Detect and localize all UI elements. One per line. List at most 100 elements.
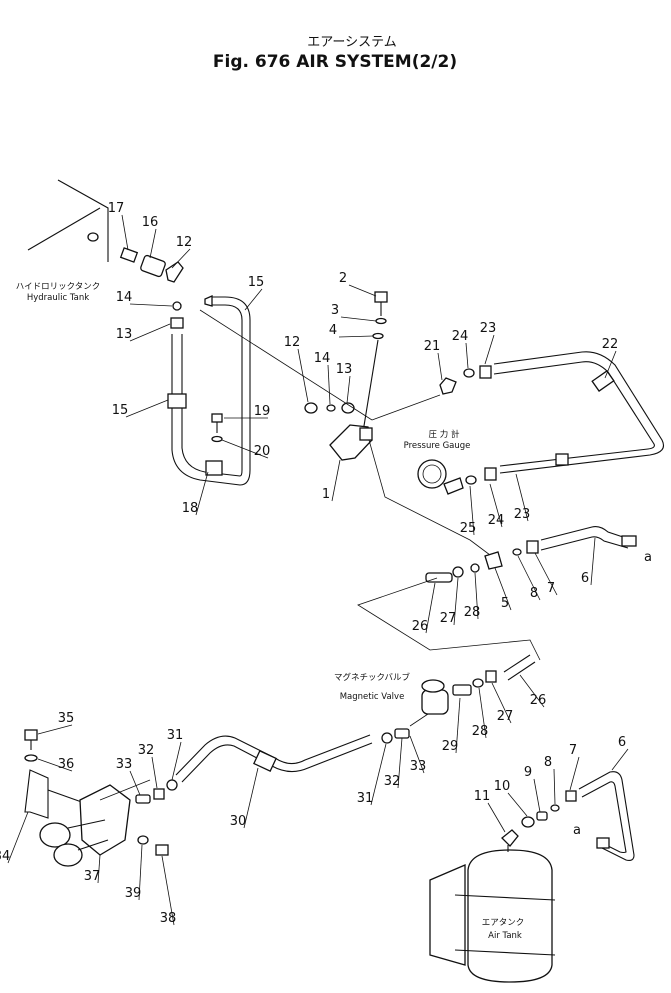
ref-a-upper: a xyxy=(644,550,652,565)
callout-leader xyxy=(221,439,269,459)
callout-leader xyxy=(129,323,171,342)
callout-number: 17 xyxy=(108,201,125,216)
callout-number: 11 xyxy=(474,789,491,804)
air-tank-label-jp: エアタンク xyxy=(482,918,525,928)
callout-leader xyxy=(519,674,545,708)
pressure-gauge-label: Pressure Gauge xyxy=(404,441,471,451)
callout-leader xyxy=(397,737,403,789)
callout-number: 22 xyxy=(602,337,619,352)
callout-number: 37 xyxy=(84,869,101,884)
callout-leader xyxy=(425,582,436,634)
callout-leader xyxy=(469,485,475,536)
callout-number: 16 xyxy=(142,215,159,230)
callout-number: 8 xyxy=(544,755,552,770)
callout-leader xyxy=(533,778,541,813)
callout-number: 15 xyxy=(248,275,265,290)
callout-number: 26 xyxy=(530,693,547,708)
callout-leader xyxy=(515,473,529,522)
callout-number: 20 xyxy=(254,444,271,459)
horn-assembly xyxy=(24,729,169,867)
callout-group: 1716121413151519201823412141312124232225… xyxy=(0,201,629,926)
magnetic-valve-section: マグネチックバルブ Magnetic Valve xyxy=(334,577,541,744)
callout-number: 21 xyxy=(424,339,441,354)
tee-and-pipe: a xyxy=(368,439,652,583)
figure-title: Fig. 676 AIR SYSTEM(2/2) xyxy=(213,52,457,72)
magnetic-valve-label: Magnetic Valve xyxy=(340,692,405,702)
callout-leader xyxy=(489,483,503,528)
ref-a-lower: a xyxy=(573,823,581,838)
callout-number: 27 xyxy=(440,611,457,626)
callout-number: 27 xyxy=(497,709,514,724)
callout-leader xyxy=(409,735,425,774)
callout-leader xyxy=(151,756,158,789)
callout-number: 13 xyxy=(116,327,133,342)
callout-number: 12 xyxy=(284,335,301,350)
pressure-gauge-label-jp: 圧 力 計 xyxy=(429,429,460,440)
callout-number: 12 xyxy=(176,235,193,250)
callout-leader xyxy=(171,741,182,781)
callout-leader xyxy=(455,697,461,754)
callout-number: 14 xyxy=(116,290,133,305)
callout-leader xyxy=(129,303,173,307)
callout-number: 18 xyxy=(182,501,199,516)
callout-leader xyxy=(138,844,143,901)
callout-number: 24 xyxy=(452,329,469,344)
callout-leader xyxy=(474,572,479,620)
callout-leader xyxy=(121,214,129,251)
callout-leader xyxy=(161,855,175,926)
center-bracket xyxy=(199,291,388,461)
callout-number: 8 xyxy=(530,586,538,601)
callout-number: 1 xyxy=(322,487,330,502)
callout-number: 33 xyxy=(116,757,133,772)
callout-number: 7 xyxy=(547,581,555,596)
callout-leader xyxy=(331,459,341,502)
callout-leader xyxy=(327,364,331,405)
callout-number: 7 xyxy=(569,743,577,758)
hydraulic-tank-label: Hydraulic Tank xyxy=(27,293,89,303)
hydraulic-tank: ハイドロリックタンク Hydraulic Tank xyxy=(16,179,109,303)
pressure-pipe-loop: 圧 力 計 Pressure Gauge xyxy=(371,351,665,495)
callout-leader xyxy=(149,228,157,259)
callout-leader xyxy=(97,854,101,884)
callout-number: 26 xyxy=(412,619,429,634)
callout-leader xyxy=(491,682,512,724)
callout-number: 25 xyxy=(460,521,477,536)
callout-leader xyxy=(590,537,596,586)
callout-number: 6 xyxy=(618,735,626,750)
callout-leader xyxy=(195,471,209,516)
hydraulic-tank-label-jp: ハイドロリックタンク xyxy=(16,282,101,292)
callout-leader xyxy=(534,552,558,596)
callout-number: 28 xyxy=(464,605,481,620)
magnetic-valve-label-jp: マグネチックバルブ xyxy=(334,672,411,683)
callout-number: 31 xyxy=(357,791,374,806)
callout-number: 6 xyxy=(581,571,589,586)
callout-number: 23 xyxy=(480,321,497,336)
callout-leader xyxy=(37,758,73,772)
callout-number: 34 xyxy=(0,849,10,864)
callout-number: 36 xyxy=(58,757,75,772)
callout-leader xyxy=(243,767,259,829)
title-jp: エアーシステム xyxy=(307,35,397,50)
callout-number: 9 xyxy=(524,765,532,780)
callout-leader xyxy=(494,567,512,611)
callout-number: 10 xyxy=(494,779,511,794)
callout-leader xyxy=(244,288,263,311)
callout-leader xyxy=(7,811,29,864)
callout-number: 29 xyxy=(442,739,459,754)
callout-leader xyxy=(484,334,495,365)
callout-leader xyxy=(604,350,617,379)
callout-number: 13 xyxy=(336,362,353,377)
callout-number: 39 xyxy=(125,886,142,901)
callout-number: 35 xyxy=(58,711,75,726)
callout-leader xyxy=(517,555,541,601)
callout-leader xyxy=(129,770,141,796)
callout-leader xyxy=(338,335,374,338)
callout-number: 3 xyxy=(331,303,339,318)
callout-leader xyxy=(370,743,387,806)
callout-number: 33 xyxy=(410,759,427,774)
callout-number: 19 xyxy=(254,404,271,419)
callout-number: 30 xyxy=(230,814,247,829)
horn-hose xyxy=(135,734,373,804)
callout-leader xyxy=(346,375,351,404)
